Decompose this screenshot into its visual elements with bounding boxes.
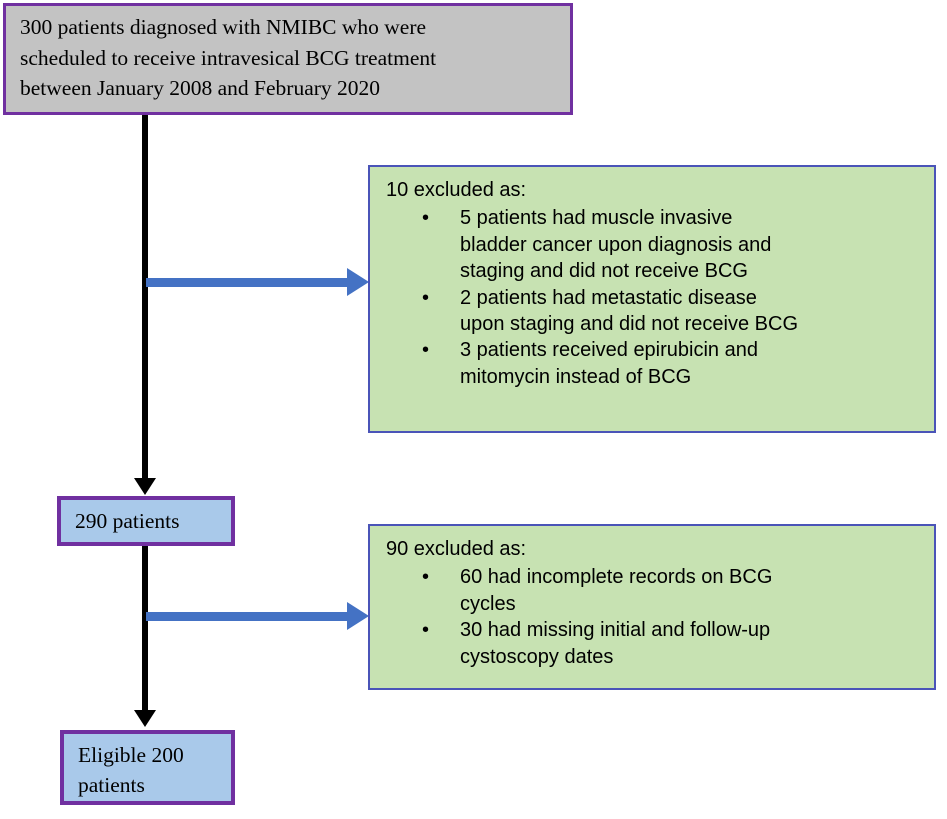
list-item-line: 60 had incomplete records on BCG (460, 566, 773, 589)
connector-remaining-to-eligible-arrowhead (134, 710, 156, 727)
node-eligible-patients: Eligible 200 patients (60, 730, 235, 805)
connector-exclusion-1-line (146, 278, 351, 287)
exclusions-second-list: • 60 had incomplete records on BCG cycle… (386, 564, 928, 670)
list-item-line: 30 had missing initial and follow-up (460, 619, 771, 642)
list-item-line: bladder cancer upon diagnosis and (460, 233, 772, 256)
node-source-population: 300 patients diagnosed with NMIBC who we… (3, 3, 573, 115)
node-exclusions-second: 90 excluded as: • 60 had incomplete reco… (368, 524, 936, 690)
list-item-line: upon staging and did not receive BCG (460, 312, 798, 335)
bullet-icon: • (422, 286, 430, 309)
list-item: • 2 patients had metastatic disease upon… (386, 285, 928, 338)
source-line-1: 300 patients diagnosed with NMIBC who we… (20, 15, 427, 39)
connector-remaining-to-eligible (142, 546, 148, 712)
bullet-icon: • (422, 339, 430, 362)
eligible-line-2: patients (78, 773, 145, 798)
connector-exclusion-2-line (146, 612, 351, 621)
node-exclusions-first: 10 excluded as: • 5 patients had muscle … (368, 165, 936, 433)
list-item-line: cystoscopy dates (460, 645, 614, 668)
list-item-line: cycles (460, 592, 516, 615)
bullet-icon: • (422, 619, 430, 642)
remaining-line-1: 290 patients (75, 509, 180, 533)
exclusions-first-list: • 5 patients had muscle invasive bladder… (386, 205, 928, 390)
list-item-line: mitomycin instead of BCG (460, 365, 692, 388)
bullet-icon: • (422, 207, 430, 230)
list-item: • 60 had incomplete records on BCG cycle… (386, 564, 928, 617)
connector-exclusion-2-arrowhead (347, 602, 369, 630)
list-item-line: staging and did not receive BCG (460, 260, 748, 283)
list-item-line: 5 patients had muscle invasive (460, 207, 733, 230)
source-line-3: between January 2008 and February 2020 (20, 76, 381, 101)
eligible-line-1: Eligible 200 (78, 743, 184, 767)
connector-source-to-remaining-arrowhead (134, 478, 156, 495)
exclusions-first-heading: 10 excluded as: (386, 179, 527, 201)
list-item-line: 3 patients received epirubicin and (460, 339, 758, 362)
connector-source-to-remaining (142, 115, 148, 481)
list-item: • 5 patients had muscle invasive bladder… (386, 205, 928, 284)
node-remaining-patients: 290 patients (57, 496, 235, 546)
list-item: • 30 had missing initial and follow-up c… (386, 617, 928, 670)
list-item-line: 2 patients had metastatic disease (460, 286, 757, 309)
exclusions-second-heading: 90 excluded as: (386, 538, 527, 560)
source-line-2: scheduled to receive intravesical BCG tr… (20, 45, 437, 70)
bullet-icon: • (422, 566, 430, 589)
connector-exclusion-1-arrowhead (347, 268, 369, 296)
list-item: • 3 patients received epirubicin and mit… (386, 337, 928, 390)
